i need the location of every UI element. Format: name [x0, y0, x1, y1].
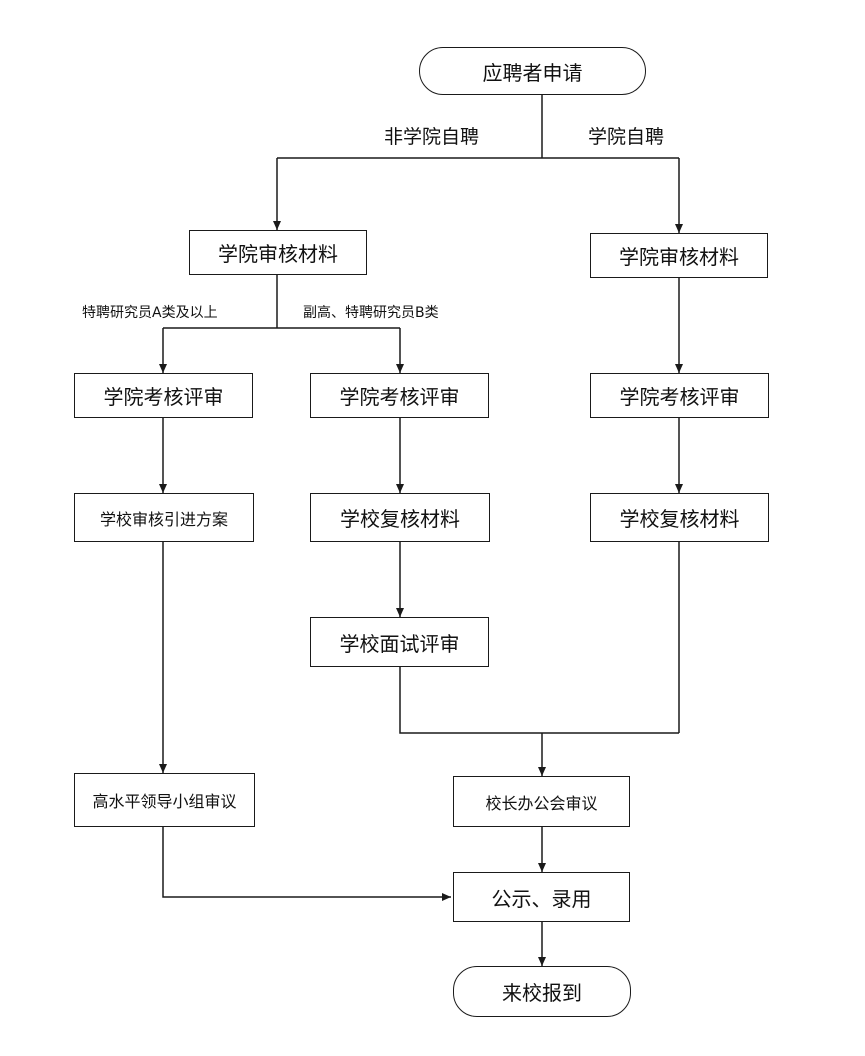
node-end: 来校报到 [453, 966, 631, 1017]
node-b-school-recheck: 学校复核材料 [310, 493, 490, 542]
node-r-school-recheck: 学校复核材料 [590, 493, 769, 542]
label-branch-a: 特聘研究员A类及以上 [82, 305, 218, 321]
node-b-interview: 学校面试评审 [310, 617, 489, 667]
node-left-dept-review: 学院审核材料 [189, 230, 367, 275]
node-start: 应聘者申请 [419, 47, 646, 95]
node-a-college-eval: 学院考核评审 [74, 373, 253, 418]
node-r-college-eval: 学院考核评审 [590, 373, 769, 418]
label-college: 学院自聘 [588, 126, 665, 148]
label-non-college: 非学院自聘 [384, 126, 480, 148]
edge-b-interview-join [399, 667, 679, 734]
node-a-leader-group: 高水平领导小组审议 [74, 773, 255, 827]
node-right-dept-review: 学院审核材料 [590, 233, 768, 278]
node-b-college-eval: 学院考核评审 [310, 373, 489, 418]
node-publicize: 公示、录用 [453, 872, 630, 922]
label-branch-b: 副高、特聘研究员B类 [303, 305, 439, 321]
node-a-school-plan: 学校审核引进方案 [74, 493, 254, 542]
node-president-meeting: 校长办公会审议 [453, 776, 630, 827]
edge-a-leader-to-publicize [162, 827, 451, 901]
